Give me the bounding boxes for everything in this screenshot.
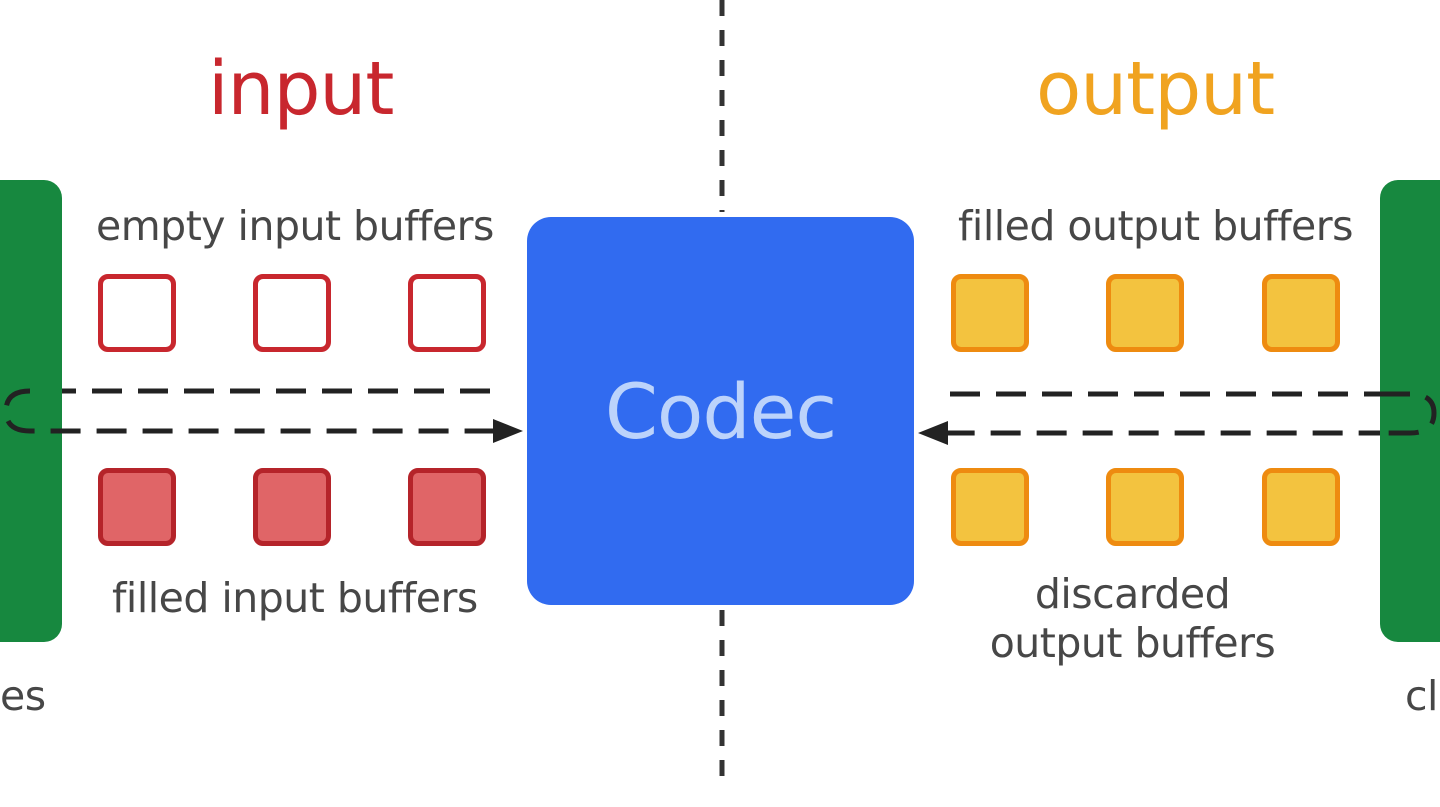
- discarded-output-buffer: [1262, 468, 1340, 546]
- filled-input-buffer: [98, 468, 176, 546]
- filled-output-buffer: [1106, 274, 1184, 352]
- filled-output-buffer: [951, 274, 1029, 352]
- output-flow-arrow: [938, 391, 1437, 436]
- empty-input-buffers-label: empty input buffers: [96, 202, 494, 250]
- output-heading: output: [1036, 46, 1275, 132]
- empty-input-buffer: [408, 274, 486, 352]
- discarded-output-buffer: [951, 468, 1029, 546]
- codec-label: Codec: [604, 366, 837, 456]
- empty-input-buffer: [98, 274, 176, 352]
- filled-input-buffer: [408, 468, 486, 546]
- discarded-output-buffer: [1106, 468, 1184, 546]
- discarded-label-line1: discarded: [1034, 570, 1231, 618]
- left-client-block: [0, 180, 62, 642]
- input-heading: input: [208, 46, 394, 132]
- empty-input-buffer: [253, 274, 331, 352]
- input-arrowhead: [493, 419, 523, 443]
- discarded-label-line2: output buffers: [989, 619, 1276, 668]
- left-client-label: es: [0, 672, 46, 720]
- right-client-block: [1380, 180, 1440, 642]
- discarded-output-buffers-label: discarded output buffers: [975, 570, 1290, 668]
- output-arrowhead: [918, 421, 948, 445]
- filled-input-buffers-label: filled input buffers: [112, 574, 478, 622]
- input-flow-arrow: [3, 388, 505, 434]
- filled-input-buffer: [253, 468, 331, 546]
- filled-output-buffers-label: filled output buffers: [958, 202, 1353, 250]
- right-client-label: cl: [1405, 672, 1438, 720]
- codec-block: Codec: [527, 217, 914, 605]
- filled-output-buffer: [1262, 274, 1340, 352]
